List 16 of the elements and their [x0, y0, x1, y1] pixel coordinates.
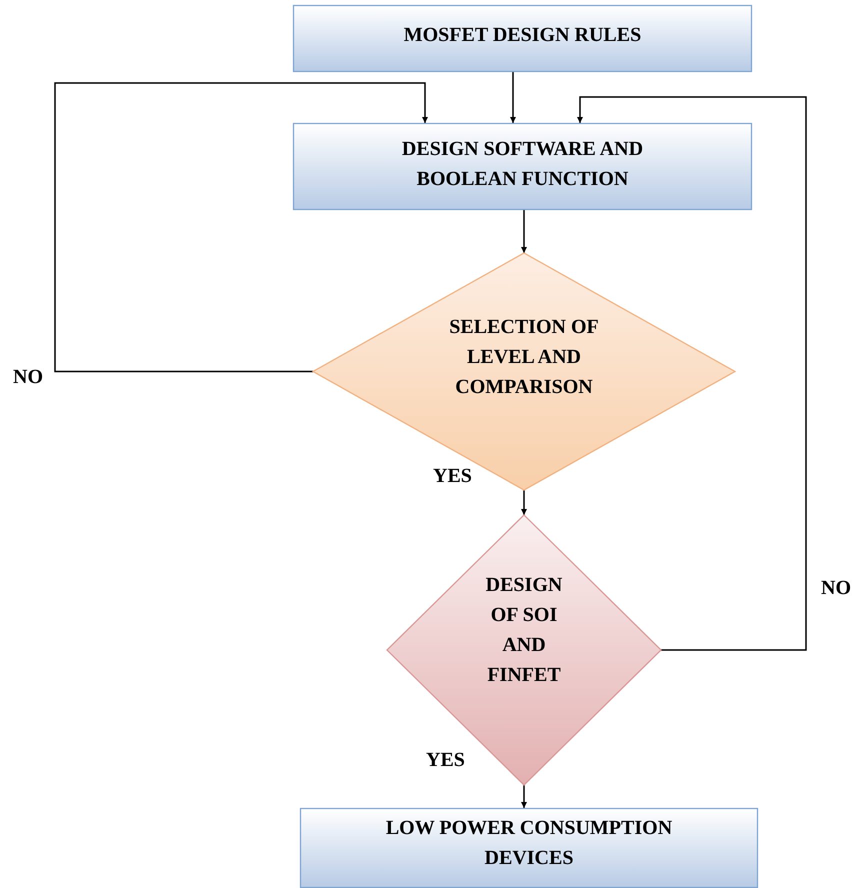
- arrow: [510, 72, 516, 123]
- process-box: [300, 808, 758, 888]
- process-box: [293, 5, 752, 72]
- step-text: MOSFET DESIGN RULES: [404, 22, 642, 48]
- decision-text: SELECTION OF LEVEL AND COMPARISON: [448, 314, 600, 400]
- decision-text: DESIGN OF SOI AND FINFET: [484, 573, 564, 688]
- arrow: [521, 490, 527, 515]
- decision-diamond: [387, 515, 661, 785]
- decision-diamond: [313, 253, 735, 490]
- step-text: DESIGN SOFTWARE AND BOOLEAN FUNCTION: [400, 136, 644, 192]
- step-text: LOW POWER CONSUMPTION DEVICES: [384, 816, 674, 871]
- arrow: [54, 82, 428, 372]
- arrow: [521, 210, 527, 253]
- process-box: [293, 123, 752, 210]
- arrow: [577, 96, 807, 651]
- arrow: [521, 785, 527, 808]
